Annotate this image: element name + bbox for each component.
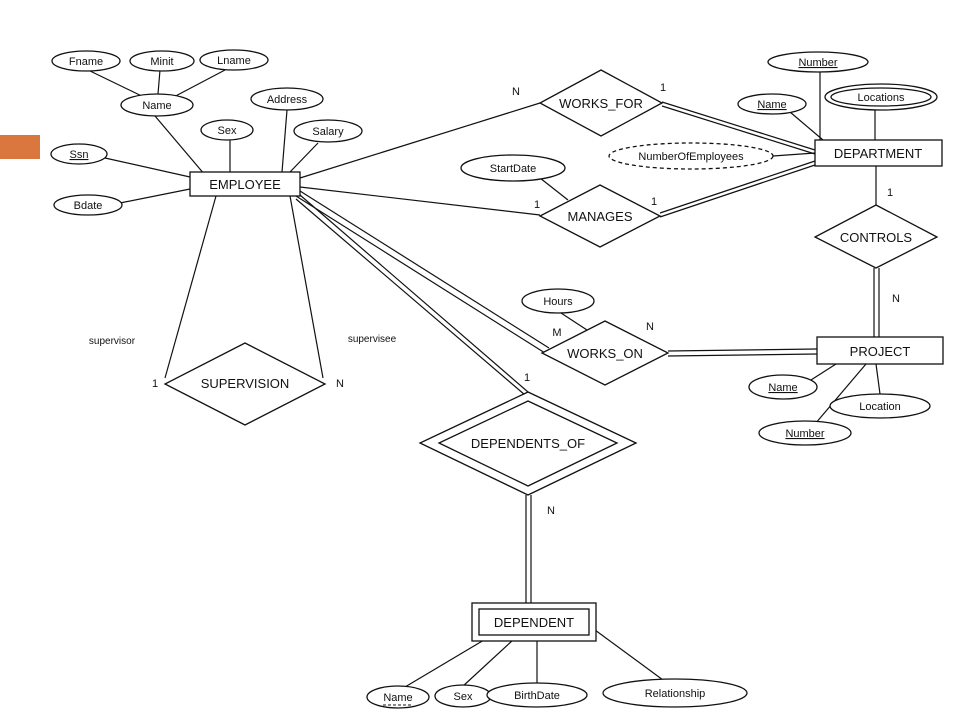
entity-project: PROJECT: [816, 336, 944, 365]
attr-project-name: Name: [748, 374, 818, 400]
svg-text:Ssn: Ssn: [70, 149, 89, 161]
svg-text:Name: Name: [768, 382, 797, 394]
attr-dependent-sex: Sex: [434, 684, 492, 708]
svg-text:BirthDate: BirthDate: [514, 690, 560, 702]
svg-text:Salary: Salary: [312, 126, 344, 138]
role-supervisor: supervisor: [89, 336, 136, 347]
svg-text:Name: Name: [383, 692, 412, 704]
connector-lines: [87, 69, 881, 688]
card-manages-department: 1: [651, 196, 657, 208]
svg-text:SUPERVISION: SUPERVISION: [201, 376, 290, 391]
entity-department: DEPARTMENT: [814, 139, 943, 167]
svg-text:Hours: Hours: [543, 296, 573, 308]
card-works-for-department: 1: [660, 82, 666, 94]
svg-text:Number: Number: [785, 428, 824, 440]
svg-text:CONTROLS: CONTROLS: [840, 230, 913, 245]
attr-minit: Minit: [129, 50, 195, 72]
svg-text:DEPARTMENT: DEPARTMENT: [834, 146, 922, 161]
attr-address: Address: [250, 87, 324, 111]
svg-text:Sex: Sex: [218, 125, 237, 137]
svg-text:Relationship: Relationship: [645, 688, 706, 700]
svg-text:StartDate: StartDate: [490, 163, 536, 175]
svg-text:Name: Name: [142, 100, 171, 112]
card-controls-department: 1: [887, 187, 893, 199]
card-supervision-supervisee: N: [336, 378, 344, 390]
svg-text:NumberOfEmployees: NumberOfEmployees: [638, 151, 744, 163]
relationship-manages: MANAGES: [538, 184, 662, 248]
card-dependents-of-dependent: N: [547, 505, 555, 517]
attr-bdate: Bdate: [53, 194, 123, 216]
svg-text:DEPENDENTS_OF: DEPENDENTS_OF: [471, 436, 585, 451]
entity-employee: EMPLOYEE: [189, 171, 301, 197]
card-works-on-employee: M: [552, 327, 561, 339]
svg-text:WORKS_FOR: WORKS_FOR: [559, 96, 643, 111]
role-supervisee: supervisee: [348, 334, 397, 345]
entity-dependent: DEPENDENT: [471, 602, 597, 642]
attr-salary: Salary: [293, 119, 363, 143]
attr-locations: Locations: [824, 83, 938, 111]
attr-hours: Hours: [521, 288, 595, 314]
svg-text:Sex: Sex: [454, 691, 473, 703]
svg-text:PROJECT: PROJECT: [850, 344, 911, 359]
svg-text:Location: Location: [859, 401, 901, 413]
svg-text:Fname: Fname: [69, 56, 103, 68]
svg-text:WORKS_ON: WORKS_ON: [567, 346, 643, 361]
attr-project-location: Location: [829, 393, 931, 419]
attr-employee-sex: Sex: [200, 119, 254, 141]
relationship-supervision: SUPERVISION: [163, 342, 327, 426]
attr-employee-name: Name: [120, 93, 194, 117]
svg-text:Number: Number: [798, 57, 837, 69]
svg-text:Bdate: Bdate: [74, 200, 103, 212]
relationship-works-for: WORKS_FOR: [538, 69, 664, 137]
relationship-dependents-of: DEPENDENTS_OF: [418, 391, 638, 496]
svg-text:Address: Address: [267, 94, 308, 106]
svg-text:Locations: Locations: [857, 92, 905, 104]
attr-birth-date: BirthDate: [486, 682, 588, 708]
relationship-controls: CONTROLS: [813, 204, 939, 269]
attr-department-name: Name: [737, 93, 807, 115]
relationship-works-on: WORKS_ON: [540, 320, 670, 386]
svg-text:Minit: Minit: [150, 56, 173, 68]
svg-text:Name: Name: [757, 99, 786, 111]
attr-dependent-name: Name: [366, 685, 430, 709]
card-manages-employee: 1: [534, 199, 540, 211]
attr-relationship: Relationship: [602, 678, 748, 708]
attr-number-of-employees: NumberOfEmployees: [608, 142, 774, 170]
svg-text:DEPENDENT: DEPENDENT: [494, 615, 574, 630]
svg-text:EMPLOYEE: EMPLOYEE: [209, 177, 281, 192]
card-works-for-employee: N: [512, 86, 520, 98]
attr-department-number: Number: [767, 51, 869, 73]
attr-fname: Fname: [51, 50, 121, 72]
accent-bar: [0, 135, 40, 159]
attr-start-date: StartDate: [460, 154, 566, 182]
attr-lname: Lname: [199, 49, 269, 71]
attr-project-number: Number: [758, 420, 852, 446]
card-works-on-project: N: [646, 321, 654, 333]
card-controls-project: N: [892, 293, 900, 305]
svg-text:MANAGES: MANAGES: [567, 209, 632, 224]
card-dependents-of-employee: 1: [524, 372, 530, 384]
attr-ssn: Ssn: [50, 143, 108, 165]
card-supervision-supervisor: 1: [152, 378, 158, 390]
svg-text:Lname: Lname: [217, 55, 251, 67]
